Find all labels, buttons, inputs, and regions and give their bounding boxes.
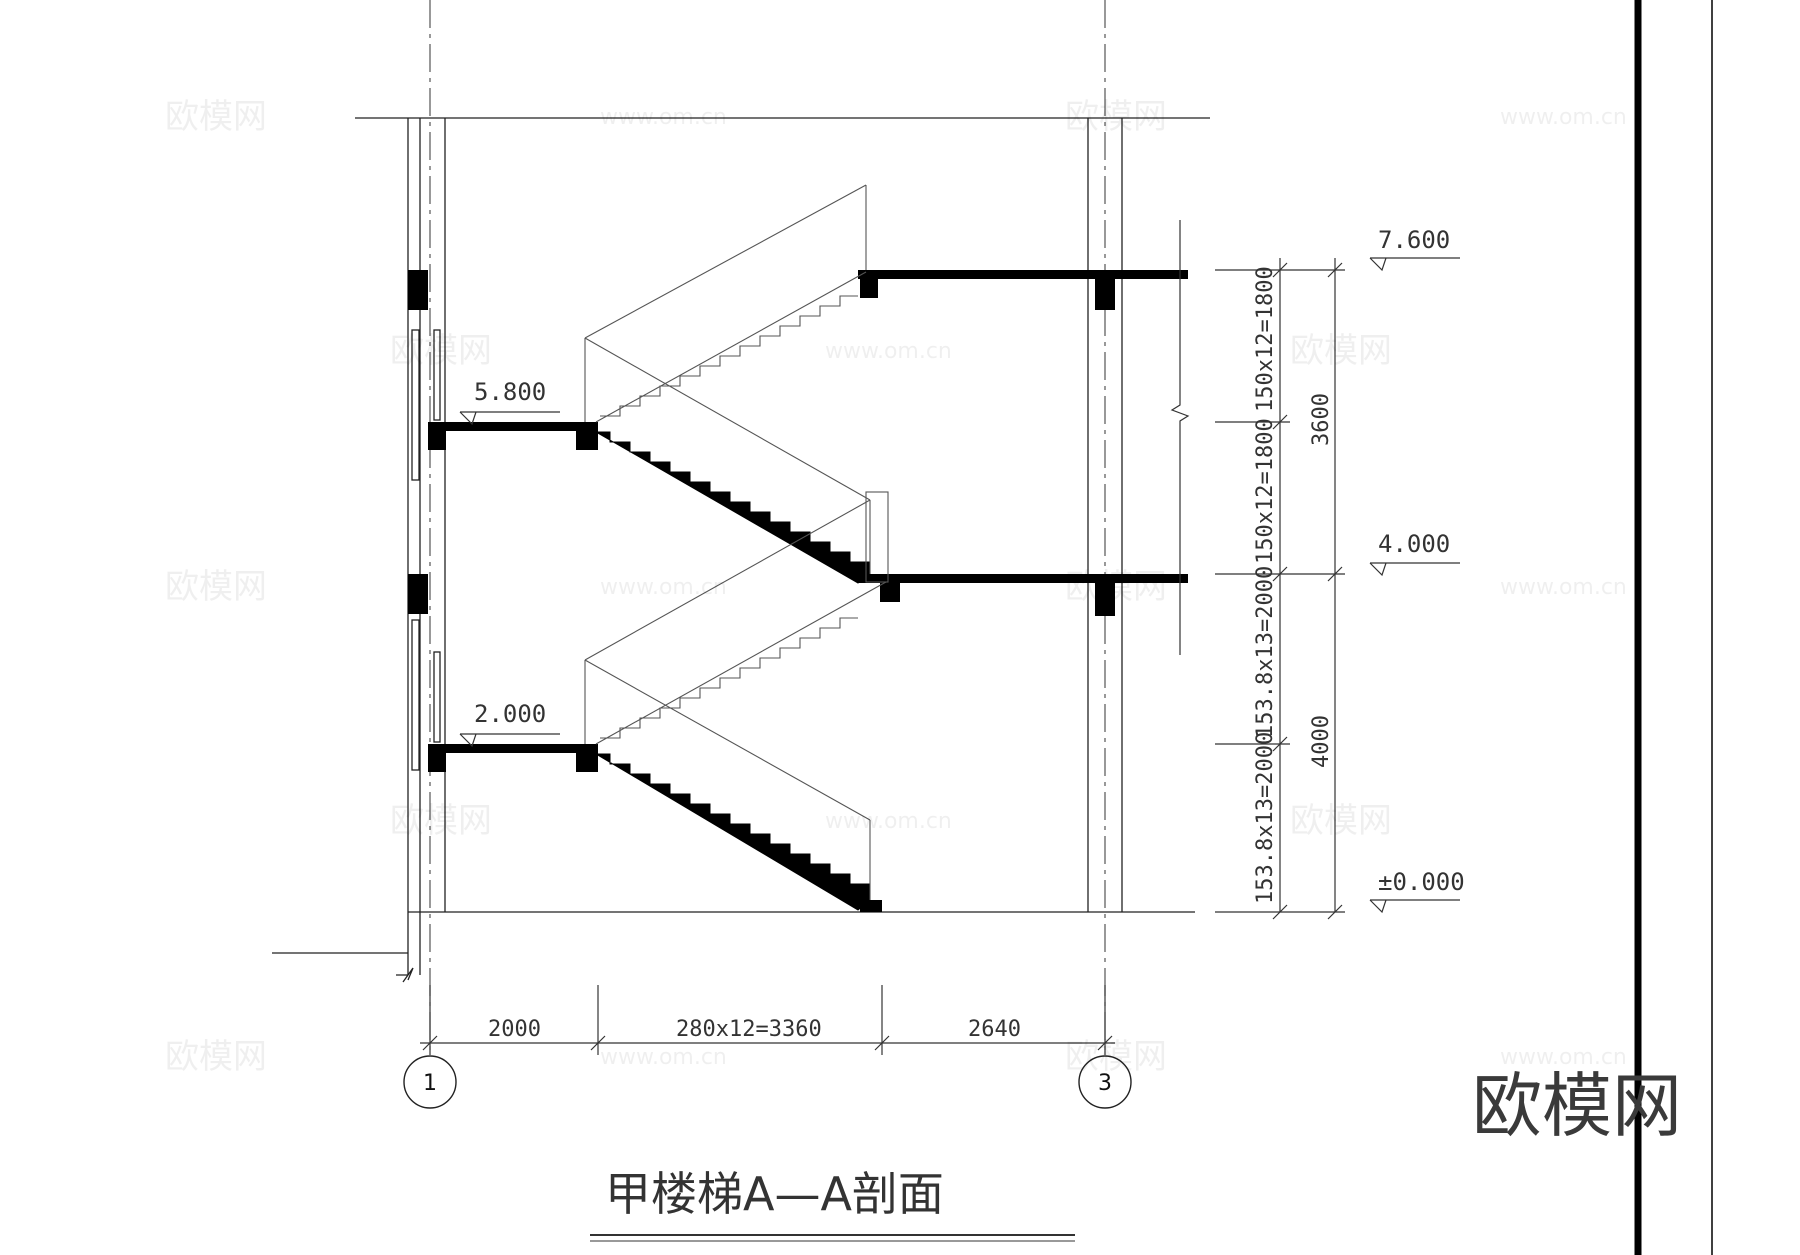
svg-text:www.om.cn: www.om.cn bbox=[825, 809, 952, 834]
svg-text:欧模网: 欧模网 bbox=[1290, 801, 1392, 841]
drawing-title: 甲楼梯A—A剖面 bbox=[605, 1167, 944, 1221]
horizontal-dimensions bbox=[420, 985, 1115, 1055]
far-flights bbox=[584, 184, 889, 900]
svg-text:www.om.cn: www.om.cn bbox=[825, 339, 952, 364]
axis-bubble-3 bbox=[1078, 1055, 1132, 1109]
left-wall-beams bbox=[408, 270, 428, 614]
level-2000: 2.000 bbox=[474, 700, 546, 728]
cut-flight-upper bbox=[594, 431, 871, 584]
break-mark bbox=[1170, 220, 1190, 655]
vdim-outer-1: 3600 bbox=[1309, 393, 1334, 446]
vdim-inner-2: 150x12=1800 bbox=[1253, 418, 1278, 564]
watermarks: 欧模网 www.om.cn 欧模网 www.om.cn 欧模网 www.om.c… bbox=[165, 97, 1627, 1077]
svg-text:欧模网: 欧模网 bbox=[390, 331, 492, 371]
svg-text:欧模网: 欧模网 bbox=[1065, 567, 1167, 607]
axis-label-1: 1 bbox=[423, 1071, 437, 1096]
level-7600: 7.600 bbox=[1378, 226, 1450, 254]
slabs bbox=[428, 270, 1188, 912]
svg-text:www.om.cn: www.om.cn bbox=[600, 575, 727, 600]
landing-2000 bbox=[428, 744, 598, 753]
svg-text:欧模网: 欧模网 bbox=[390, 801, 492, 841]
svg-text:www.om.cn: www.om.cn bbox=[600, 105, 727, 130]
left-wall bbox=[396, 118, 446, 983]
level-0000: ±0.000 bbox=[1378, 868, 1465, 896]
svg-text:www.om.cn: www.om.cn bbox=[600, 1045, 727, 1070]
vdim-inner-1: 150x12=1800 bbox=[1253, 266, 1278, 412]
hdim-3: 2640 bbox=[968, 1017, 1021, 1042]
level-5800: 5.800 bbox=[474, 378, 546, 406]
svg-text:www.om.cn: www.om.cn bbox=[1500, 1045, 1627, 1070]
slab-4000 bbox=[858, 574, 1188, 583]
svg-text:www.om.cn: www.om.cn bbox=[1500, 575, 1627, 600]
brand-logo: 欧模网 bbox=[1472, 1065, 1682, 1147]
cut-flight-lower bbox=[594, 753, 871, 911]
slab-7600 bbox=[858, 270, 1188, 279]
right-wall bbox=[1087, 118, 1123, 912]
vdim-inner-3: 153.8x13=2000 bbox=[1253, 566, 1278, 738]
hdim-2: 280x12=3360 bbox=[676, 1017, 822, 1042]
svg-text:www.om.cn: www.om.cn bbox=[1500, 105, 1627, 130]
svg-text:欧模网: 欧模网 bbox=[1065, 97, 1167, 137]
landing-5800 bbox=[428, 422, 598, 431]
hdim-1: 2000 bbox=[488, 1017, 541, 1042]
level-4000: 4.000 bbox=[1378, 530, 1450, 558]
svg-text:欧模网: 欧模网 bbox=[1290, 331, 1392, 371]
axis-bubble-1 bbox=[403, 1055, 457, 1109]
vertical-dimensions bbox=[1215, 258, 1345, 920]
svg-text:欧模网: 欧模网 bbox=[165, 567, 267, 607]
svg-text:欧模网: 欧模网 bbox=[165, 1037, 267, 1077]
vdim-inner-4: 153.8x13=2000 bbox=[1253, 732, 1278, 904]
level-markers bbox=[459, 257, 1460, 914]
vdim-outer-2: 4000 bbox=[1309, 715, 1334, 768]
svg-text:欧模网: 欧模网 bbox=[165, 97, 267, 137]
axis-label-3: 3 bbox=[1098, 1071, 1112, 1096]
svg-text:欧模网: 欧模网 bbox=[1065, 1037, 1167, 1077]
